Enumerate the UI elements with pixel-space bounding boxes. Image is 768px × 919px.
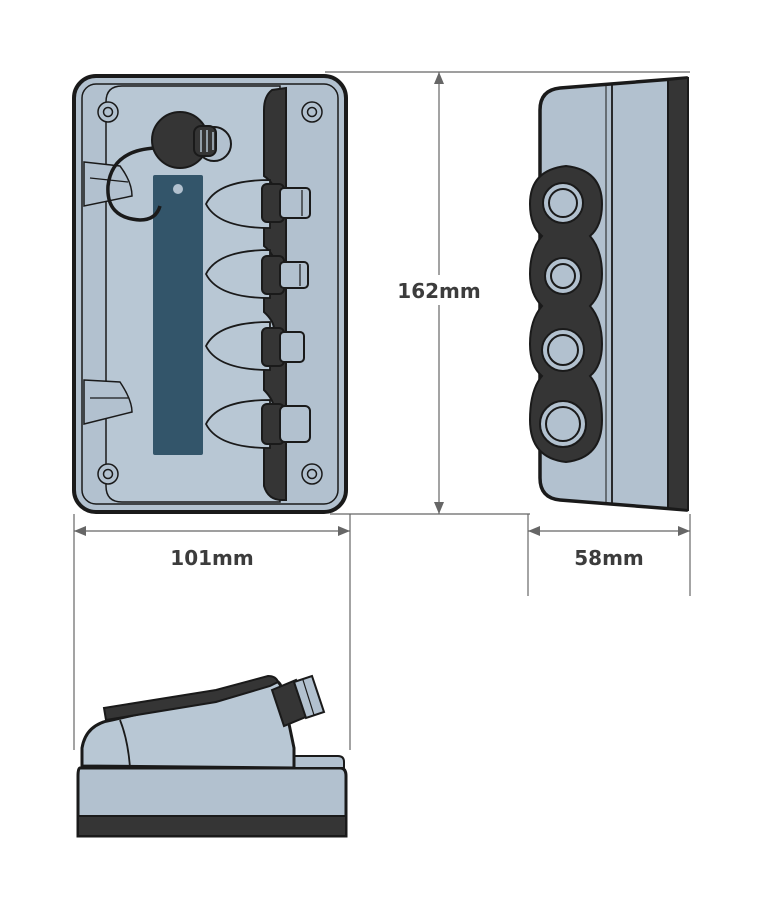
bottom-lid-top-edge (102, 674, 280, 722)
socket-icon (548, 188, 578, 218)
side-view (528, 76, 689, 512)
screw-icon (306, 468, 318, 480)
cone-icon (204, 399, 271, 449)
depth-arrow-right (678, 526, 690, 536)
lanyard-icon (106, 146, 162, 222)
width-label: 101mm (170, 546, 253, 570)
dimension-lines (73, 71, 691, 750)
side-sockets (539, 182, 587, 448)
height-label: 162mm (397, 279, 480, 303)
socket-icon (279, 405, 311, 443)
bottom-sloped-lid (80, 678, 296, 770)
hinge-icon (83, 379, 133, 425)
label-plate-hole (173, 184, 183, 194)
depth-arrow-left (528, 526, 540, 536)
cone-icon (204, 249, 271, 299)
bottom-view (76, 674, 348, 838)
socket-icon (292, 674, 326, 720)
screw-icon (102, 106, 114, 118)
front-inner-frame (81, 83, 339, 505)
cone-icon (204, 321, 271, 371)
front-sockets (261, 183, 311, 445)
socket-icon (550, 263, 576, 289)
bottom-base-step (291, 755, 345, 769)
socket-icon (279, 331, 305, 363)
socket-icon (279, 187, 311, 219)
depth-label: 58mm (574, 546, 644, 570)
height-arrow-top (434, 72, 444, 84)
label-plate (153, 175, 203, 455)
width-arrow-left (74, 526, 86, 536)
socket-cones (204, 179, 271, 449)
height-arrow-bottom (434, 502, 444, 514)
front-view (72, 74, 348, 514)
socket-icon (279, 261, 309, 289)
screw-icon (102, 468, 114, 480)
screw-icon (306, 106, 318, 118)
cap-plug-grip-lines (200, 130, 214, 152)
socket-icon (545, 406, 581, 442)
socket-ring (302, 679, 315, 716)
side-socket-strip (528, 164, 604, 464)
socket-icon (547, 334, 579, 366)
cone-icon (204, 179, 271, 229)
bottom-lid-curve (119, 719, 131, 769)
side-dark-back (667, 76, 689, 512)
height-label-backdrop (396, 275, 482, 305)
front-screws (97, 101, 323, 485)
cap-plug-grip (193, 125, 217, 157)
width-arrow-right (338, 526, 350, 536)
bottom-base-dark-strip (77, 815, 347, 837)
